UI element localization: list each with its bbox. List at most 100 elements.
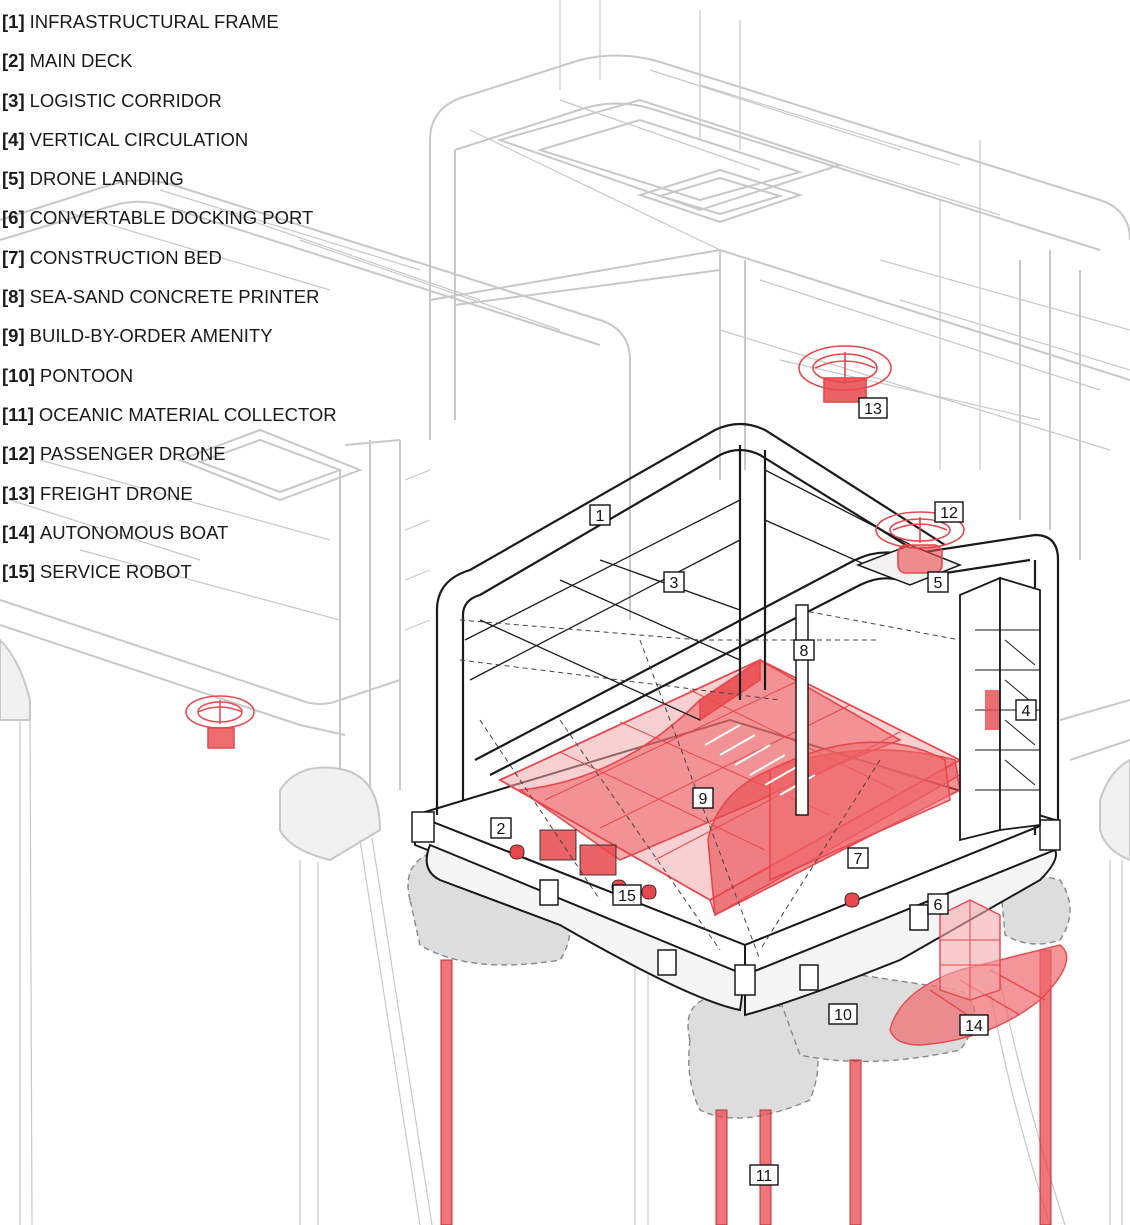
ghost-freight-drone-left <box>185 695 255 749</box>
callout-2-text: 2 <box>497 821 506 838</box>
frame-top-left-beam <box>435 422 946 815</box>
callout-10: 10 <box>828 1003 858 1025</box>
legend-number: [6] <box>2 207 25 229</box>
callout-11-text: 11 <box>756 1168 773 1185</box>
freight-drone <box>798 345 892 403</box>
legend-label: VERTICAL CIRCULATION <box>29 128 249 150</box>
callout-11: 11 <box>749 1164 779 1186</box>
callout-12-text: 12 <box>940 505 958 522</box>
ghost-right-tower <box>1019 250 1081 560</box>
callout-14-text: 14 <box>965 1018 983 1035</box>
legend-label: INFRASTRUCTURAL FRAME <box>29 11 279 32</box>
legend-label: MAIN DECK <box>29 50 133 72</box>
pontoon-front <box>687 994 819 1119</box>
legend-label: DRONE LANDING <box>29 168 184 190</box>
legend-label: PONTOON <box>39 364 134 386</box>
callout-8: 8 <box>793 639 815 661</box>
legend-number: [5] <box>2 168 25 190</box>
legend-number: [1] <box>2 11 25 32</box>
legend-label: PASSENGER DRONE <box>39 443 226 465</box>
legend-item-drone-landing: [5]DRONE LANDING <box>2 165 337 204</box>
ghost-truss-left <box>9 189 561 631</box>
ghost-box-top <box>636 168 804 224</box>
legend-label: BUILD-BY-ORDER AMENITY <box>29 325 273 347</box>
ghost-pontoon-left-2 <box>279 766 382 862</box>
service-robot <box>844 892 860 908</box>
collector-cable <box>715 1109 728 1225</box>
callout-3: 3 <box>663 571 685 593</box>
ghost-left-frame-inner <box>0 200 601 346</box>
legend-number: [4] <box>2 128 25 150</box>
convertable-docking-port <box>939 899 1001 1001</box>
callout-14: 14 <box>959 1014 989 1036</box>
collector-cable <box>849 1059 862 1225</box>
callout-5-text: 5 <box>934 575 943 592</box>
service-robots <box>509 829 860 908</box>
collector-cable <box>440 959 453 1225</box>
callout-8-text: 8 <box>800 643 809 660</box>
callout-4: 4 <box>1015 699 1037 721</box>
legend-number: [12] <box>2 443 35 465</box>
legend-number: [11] <box>2 403 34 425</box>
legend-label: AUTONOMOUS BOAT <box>39 521 229 543</box>
callout-15-text: 15 <box>618 888 636 905</box>
legend-item-vertical-circulation: [4]VERTICAL CIRCULATION <box>2 126 337 165</box>
callout-13: 13 <box>858 397 888 419</box>
legend-number: [14] <box>2 521 35 543</box>
ghost-left-roof <box>177 428 363 502</box>
legend-item-material-collector: [11]OCEANIC MATERIAL COLLECTOR <box>2 401 337 440</box>
deck-bollards <box>411 811 1061 996</box>
callout-4-text: 4 <box>1022 703 1031 720</box>
service-robot <box>509 844 525 860</box>
amenity-slots <box>704 724 816 796</box>
legend-item-pontoon: [10]PONTOON <box>2 362 337 401</box>
legend-item-build-by-order-amenity: [9]BUILD-BY-ORDER AMENITY <box>2 322 337 361</box>
ghost-cables <box>19 719 1123 1225</box>
legend-item-construction-bed: [7]CONSTRUCTION BED <box>2 244 337 283</box>
printer-shaft <box>795 604 809 816</box>
legend-item-logistic-corridor: [3]LOGISTIC CORRIDOR <box>2 87 337 126</box>
deck-base-right <box>744 848 1057 1017</box>
legend-item-infrastructural-frame: [1]INFRASTRUCTURAL FRAME <box>2 8 337 47</box>
legend: [1]INFRASTRUCTURAL FRAME [2]MAIN DECK [3… <box>2 8 337 597</box>
callout-6: 6 <box>927 893 949 915</box>
callout-6-text: 6 <box>934 897 943 914</box>
legend-number: [2] <box>2 50 25 72</box>
legend-label: SEA-SAND CONCRETE PRINTER <box>29 286 320 308</box>
callout-12: 12 <box>934 501 964 523</box>
frame-crossbeam <box>474 533 1060 820</box>
callout-5: 5 <box>927 571 949 593</box>
legend-item-concrete-printer: [8]SEA-SAND CONCRETE PRINTER <box>2 283 337 322</box>
legend-number: [9] <box>2 325 25 347</box>
callout-2: 2 <box>490 817 512 839</box>
legend-item-passenger-drone: [12]PASSENGER DRONE <box>2 440 337 479</box>
legend-item-convertable-docking-port: [6]CONVERTABLE DOCKING PORT <box>2 204 337 243</box>
projection-lines <box>459 609 961 961</box>
ghost-frame-top <box>429 54 1130 241</box>
concrete-printer <box>795 604 809 816</box>
callout-9: 9 <box>692 787 714 809</box>
callout-15: 15 <box>612 884 642 906</box>
callout-1: 1 <box>589 504 611 526</box>
legend-label: SERVICE ROBOT <box>39 561 192 583</box>
callout-9-text: 9 <box>699 791 708 808</box>
legend-number: [3] <box>2 89 25 111</box>
ghost-left-frame <box>0 179 631 620</box>
legend-number: [10] <box>2 364 35 386</box>
ghost-frame-lower <box>429 140 746 480</box>
legend-label: CONSTRUCTION BED <box>29 246 222 268</box>
ghost-frame-top-inner <box>454 102 1101 251</box>
legend-number: [15] <box>2 561 35 583</box>
legend-item-main-deck: [2]MAIN DECK <box>2 47 337 86</box>
ghost-left-tower <box>339 439 401 800</box>
ghost-pontoon-left <box>0 638 31 721</box>
ghost-truss-upper <box>469 0 1130 470</box>
callout-1-text: 1 <box>596 508 605 525</box>
ghost-pontoon-right <box>1099 758 1130 862</box>
legend-item-freight-drone: [13]FREIGHT DRONE <box>2 480 337 519</box>
legend-number: [13] <box>2 482 35 504</box>
legend-number: [8] <box>2 286 25 308</box>
passenger-drone <box>875 511 965 574</box>
